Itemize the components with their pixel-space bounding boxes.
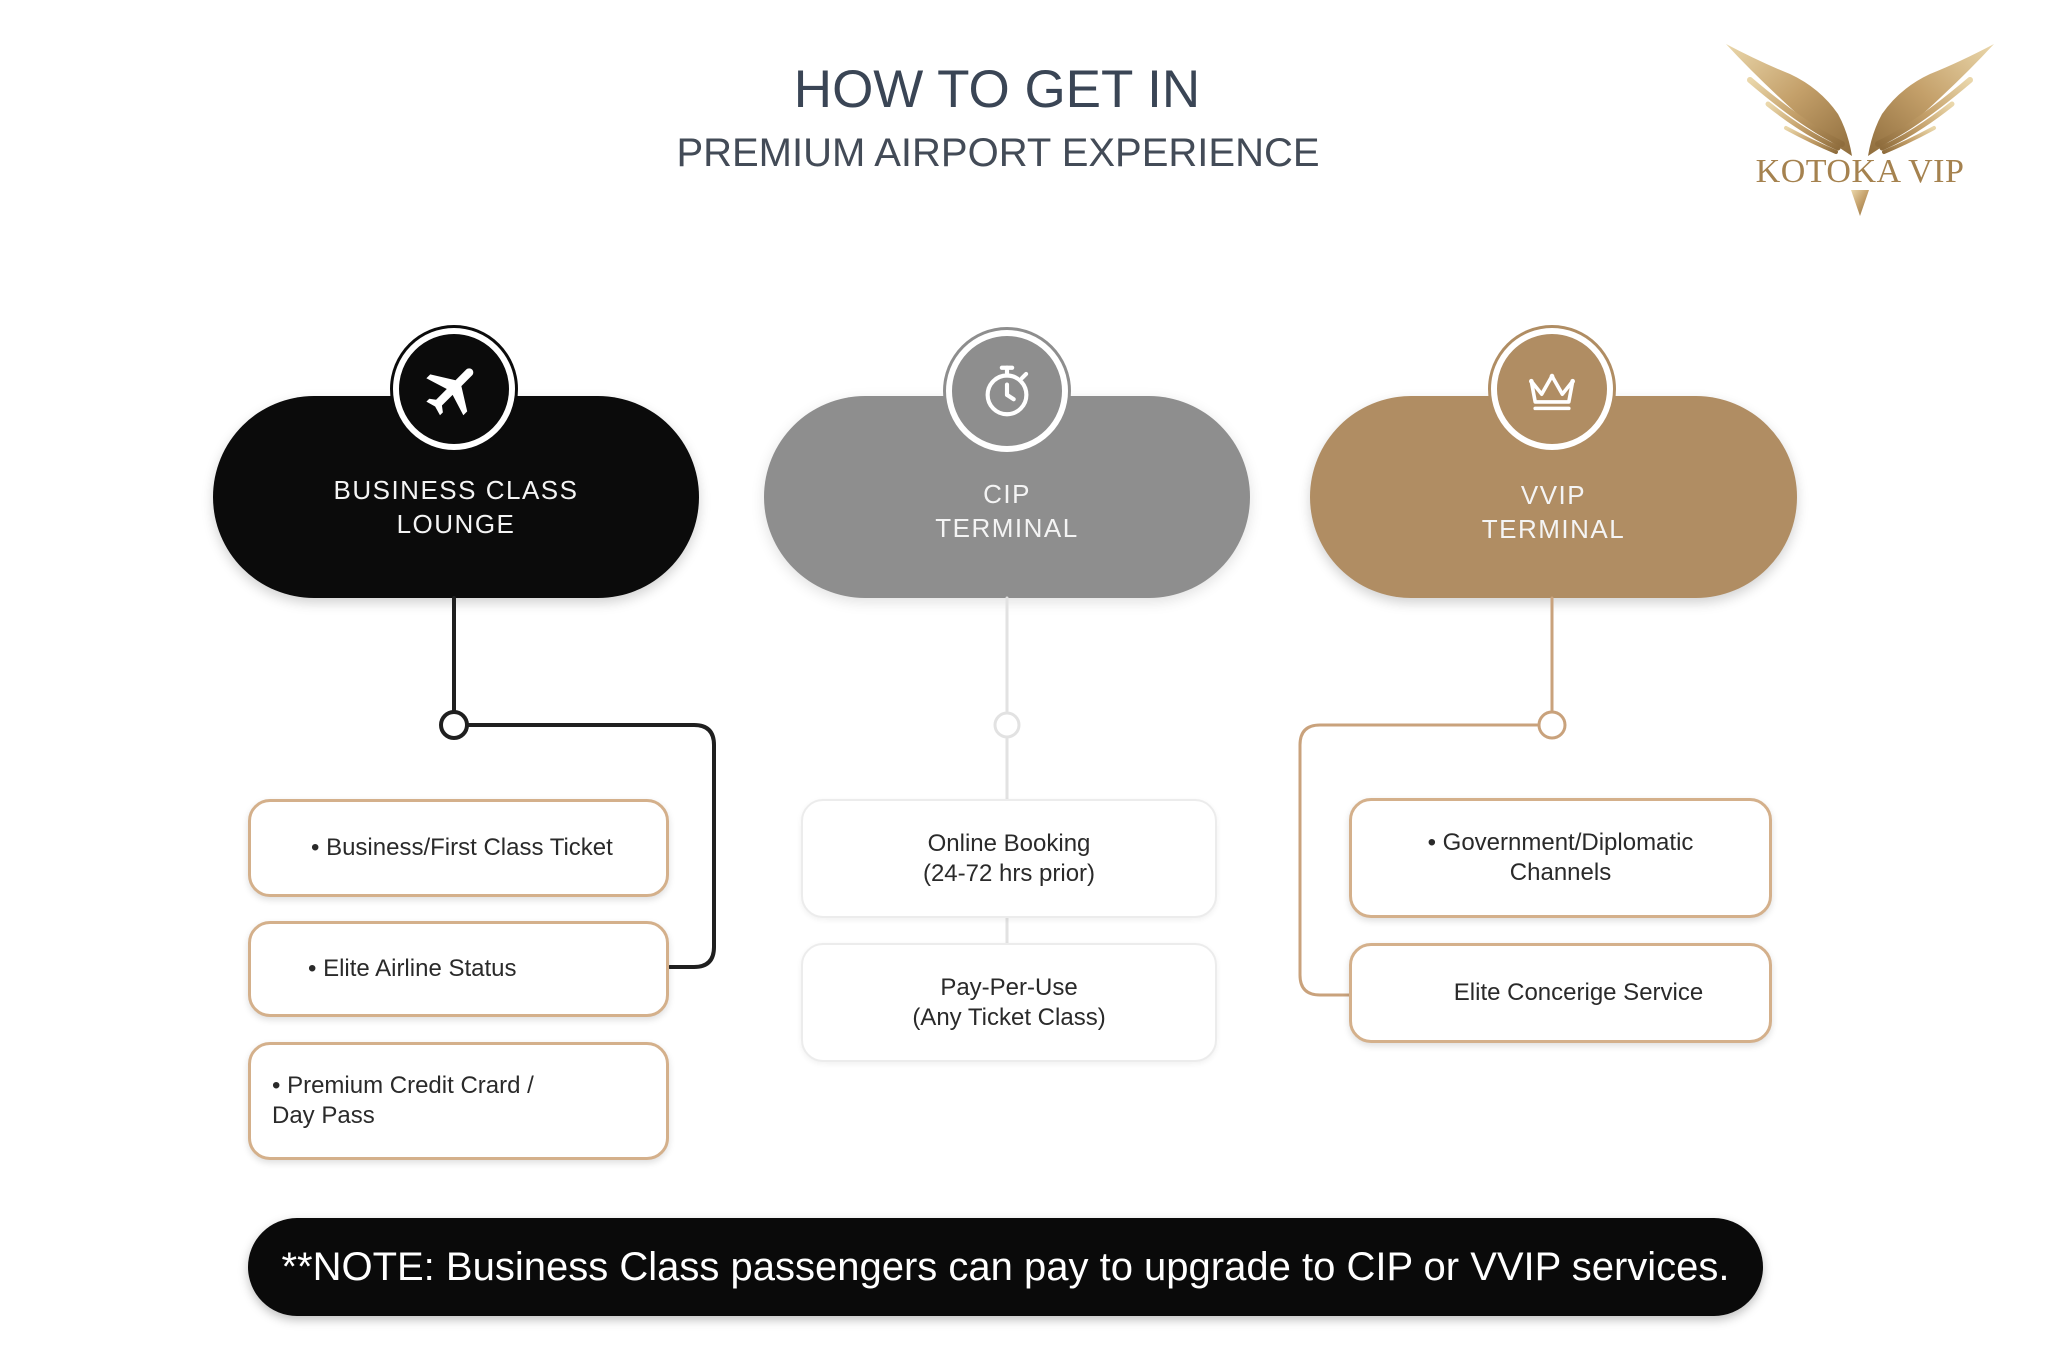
requirement-text: Online Booking — [927, 829, 1091, 857]
requirement-item: Elite Concerige Service — [1349, 943, 1772, 1043]
requirement-text: • Premium Credit Crard / — [272, 1072, 534, 1099]
tier-card-business-class-lounge: BUSINESS CLASS LOUNGE — [213, 396, 699, 598]
tier-title: CIP TERMINAL — [764, 477, 1250, 545]
requirement-text: • Government/Diplomatic — [1427, 829, 1694, 856]
v-mark-icon — [1851, 190, 1869, 216]
requirement-text: Channels — [1509, 859, 1612, 886]
requirement-text: (24-72 hrs prior) — [922, 859, 1096, 887]
airplane-icon — [426, 368, 474, 416]
note-banner: **NOTE: Business Class passengers can pa… — [248, 1218, 1763, 1316]
requirement-item: Online Booking (24-72 hrs prior) — [801, 799, 1217, 918]
connector-node — [1537, 710, 1567, 740]
tier-title-line: VVIP — [1520, 480, 1587, 510]
requirement-text: Elite Concerige Service — [1453, 979, 1704, 1006]
requirement-text: Day Pass — [272, 1102, 375, 1129]
logo: KOTOKA VIP — [1720, 40, 2005, 225]
tier-title-line: CIP — [983, 479, 1031, 509]
tier-title: BUSINESS CLASS LOUNGE — [213, 473, 699, 541]
tier-icon-circle — [393, 328, 515, 450]
requirement-text: (Any Ticket Class) — [912, 1003, 1106, 1031]
connector-node — [439, 710, 469, 740]
crown-icon — [1529, 373, 1575, 411]
tier-icon-circle — [946, 330, 1068, 452]
page-subtitle: PREMIUM AIRPORT EXPERIENCE — [676, 131, 1320, 175]
page-title: HOW TO GET IN — [793, 60, 1201, 119]
connector-line — [1298, 723, 1541, 997]
logo-text: KOTOKA VIP — [1755, 153, 1965, 190]
right-wing — [1868, 44, 1994, 156]
tier-title: VVIP TERMINAL — [1310, 478, 1797, 546]
requirement-text: Pay-Per-Use — [940, 973, 1078, 1001]
requirement-item: • Elite Airline Status — [248, 921, 669, 1017]
requirement-item: • Business/First Class Ticket — [248, 799, 669, 897]
tier-icon-circle — [1491, 328, 1613, 450]
connector-line — [465, 723, 716, 969]
requirement-item: Pay-Per-Use (Any Ticket Class) — [801, 943, 1217, 1062]
tier-title-line: TERMINAL — [935, 513, 1079, 543]
requirement-text: • Business/First Class Ticket — [311, 834, 613, 861]
requirement-item: • Premium Credit Crard / Day Pass — [248, 1042, 669, 1160]
tier-title-line: LOUNGE — [396, 509, 516, 539]
tier-title-line: BUSINESS CLASS — [333, 475, 579, 505]
requirement-text: • Elite Airline Status — [308, 955, 517, 982]
wings-icon — [1726, 44, 1994, 216]
requirement-item: • Government/Diplomatic Channels — [1349, 798, 1772, 918]
left-wing — [1726, 44, 1852, 156]
tier-title-line: TERMINAL — [1481, 514, 1626, 544]
note-text: **NOTE: Business Class passengers can pa… — [281, 1245, 1730, 1289]
connector-node — [993, 711, 1021, 739]
stopwatch-icon — [985, 365, 1029, 417]
